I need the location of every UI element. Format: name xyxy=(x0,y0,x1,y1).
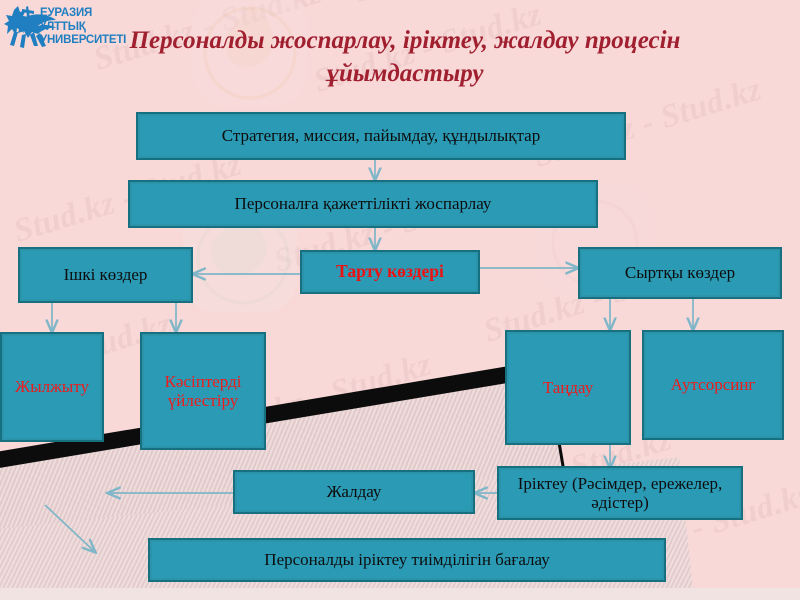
node-internal-sources-label: Ішкі көздер xyxy=(63,265,148,285)
node-strategy-label: Стратегия, миссия, пайымдау, құндылықтар xyxy=(221,126,541,146)
node-strategy[interactable]: Стратегия, миссия, пайымдау, құндылықтар xyxy=(136,112,626,160)
node-planning-label: Персоналға қажеттілікті жоспарлау xyxy=(234,194,492,214)
node-external-sources-label: Сыртқы көздер xyxy=(624,263,736,283)
bottom-band xyxy=(0,588,800,600)
node-recruitment[interactable]: Іріктеу (Рәсімдер, ережелер, әдістер) xyxy=(497,466,743,520)
node-planning[interactable]: Персоналға қажеттілікті жоспарлау xyxy=(128,180,598,228)
node-evaluation[interactable]: Персоналды іріктеу тиімділігін бағалау xyxy=(148,538,666,582)
node-attraction-sources-label: Тарту көздері xyxy=(336,261,444,282)
pegasus-icon xyxy=(4,6,57,48)
node-evaluation-label: Персоналды іріктеу тиімділігін бағалау xyxy=(264,550,550,570)
node-coordination[interactable]: Кәсіптерді үйлестіру xyxy=(140,332,266,450)
node-selection-label: Таңдау xyxy=(542,377,594,397)
node-promotion-label: Жылжыту xyxy=(14,377,89,397)
node-hiring-label: Жалдау xyxy=(326,482,382,502)
university-logo: ЕУРАЗИЯ ҰЛТТЫҚ УНИВЕРСИТЕТІ xyxy=(4,2,144,58)
node-coordination-label: Кәсіптерді үйлестіру xyxy=(164,371,242,410)
node-outsourcing-label: Аутсорсинг xyxy=(670,375,756,395)
slide-title: Персоналды жоспарлау, іріктеу, жалдау пр… xyxy=(129,27,681,87)
logo-line-1: ЕУРАЗИЯ xyxy=(40,7,93,19)
node-selection[interactable]: Таңдау xyxy=(505,330,631,445)
node-external-sources[interactable]: Сыртқы көздер xyxy=(578,247,782,299)
node-outsourcing[interactable]: Аутсорсинг xyxy=(642,330,784,440)
node-internal-sources[interactable]: Ішкі көздер xyxy=(18,247,193,303)
node-attraction-sources[interactable]: Тарту көздері xyxy=(300,250,480,294)
logo-line-2: ҰЛТТЫҚ xyxy=(40,20,86,33)
node-promotion[interactable]: Жылжыту xyxy=(0,332,104,442)
node-hiring[interactable]: Жалдау xyxy=(233,470,475,514)
node-recruitment-label: Іріктеу (Рәсімдер, ережелер, әдістер) xyxy=(517,473,723,512)
logo-line-3: УНИВЕРСИТЕТІ xyxy=(40,34,127,46)
university-logo-text: ЕУРАЗИЯ ҰЛТТЫҚ УНИВЕРСИТЕТІ xyxy=(40,7,126,48)
